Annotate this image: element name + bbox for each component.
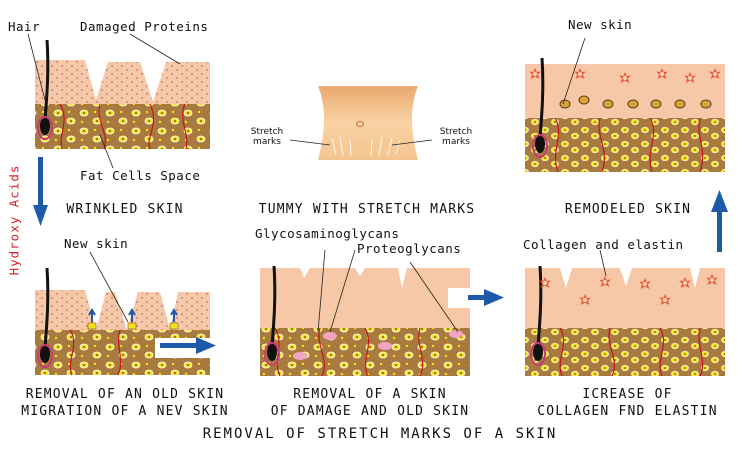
label-glycosaminoglycans: Glycosaminoglycans xyxy=(255,226,400,241)
caption-removal-old-skin: REMOVAL OF AN OLD SKIN MIGRATION OF A NE… xyxy=(21,387,229,419)
label-new-skin-top: New skin xyxy=(568,17,633,32)
panel-remodeled-skin xyxy=(525,37,725,173)
label-collagen-and-elastin: Collagen and elastin xyxy=(523,237,684,252)
blue-arrow-icon xyxy=(33,157,728,354)
leader-lines xyxy=(27,33,181,323)
label-proteoglycans: Proteoglycans xyxy=(357,241,462,256)
label-hair: Hair xyxy=(8,19,41,34)
label-stretch-marks-right: Stretch marks xyxy=(439,127,473,147)
label-hydroxy-acids: Hydroxy Acids xyxy=(6,164,22,276)
label-damaged-proteins: Damaged Proteins xyxy=(80,19,209,34)
caption-removal-damage: REMOVAL OF A SKIN OF DAMAGE AND OLD SKIN xyxy=(270,387,470,419)
label-stretch-marks-left: Stretch marks xyxy=(250,127,284,147)
panel-removal-damage xyxy=(260,249,470,377)
page-title: REMOVAL OF STRETCH MARKS OF A SKIN xyxy=(202,426,558,442)
caption-tummy: TUMMY WITH STRETCH MARKS xyxy=(258,202,476,217)
label-fat-cells-space: Fat Cells Space xyxy=(80,168,201,183)
panel-wrinkled-skin xyxy=(35,38,210,150)
panel-increase-collagen xyxy=(525,249,725,377)
label-new-skin-left: New skin xyxy=(64,236,129,251)
caption-wrinkled-skin: WRINKLED SKIN xyxy=(66,202,184,217)
navel-icon xyxy=(356,121,364,127)
panel-removal-old-skin xyxy=(35,266,210,376)
caption-remodeled-skin: REMODELED SKIN xyxy=(564,202,692,217)
panel-tummy xyxy=(289,86,433,160)
caption-increase-collagen: ICREASE OF COLLAGEN FND ELASTIN xyxy=(537,387,718,419)
